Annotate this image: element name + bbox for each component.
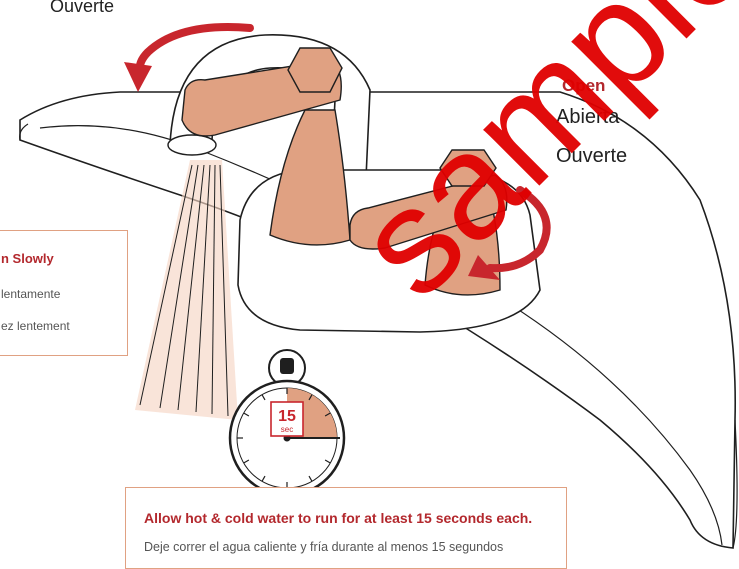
watermark-layer: sample — [0, 0, 739, 552]
sample-watermark: sample — [324, 0, 739, 328]
